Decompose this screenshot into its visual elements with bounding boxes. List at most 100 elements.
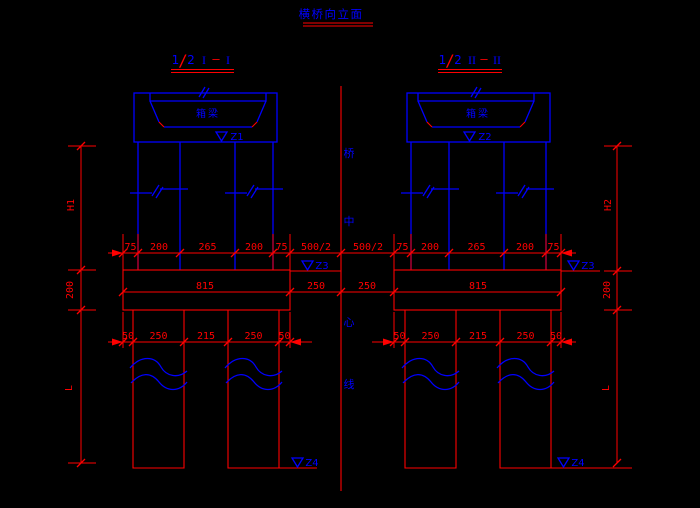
z4-right-label: Z4 [571, 458, 584, 469]
dim-right-v200: 200 [602, 281, 613, 299]
z3-left-triangle-icon [300, 260, 315, 272]
title-underline [303, 22, 373, 27]
dim-right-200a: 200 [421, 242, 439, 253]
right-pier-body: 箱梁 [401, 86, 554, 270]
left-girder-chamfers [158, 121, 258, 128]
right-column-break-marks [401, 184, 554, 199]
elevation-markers: Z1 Z2 Z3 Z3 Z4 Z4 [214, 131, 595, 469]
z2-label: Z2 [478, 132, 491, 143]
dim-left-200b: 200 [245, 242, 263, 253]
dim-right-75b: 75 [547, 242, 559, 253]
section-right-numerator: 1 [439, 53, 447, 67]
dim-right-50b: 50 [550, 331, 562, 342]
dim-left-265: 265 [198, 242, 216, 253]
dim-right-250a: 250 [421, 331, 439, 342]
dim-left-L: L [64, 385, 75, 391]
section-label-right: 1 / 2 II — II [438, 51, 502, 74]
section-left-underline [171, 68, 234, 74]
left-girder-label: 箱梁 [196, 107, 220, 120]
z1-triangle-icon [214, 131, 229, 143]
drawing-title: 横桥向立面 [299, 7, 373, 27]
centerline-char-0: 桥 [344, 147, 355, 160]
right-piles [404, 310, 552, 469]
dim-left-250c: 250 [307, 281, 325, 292]
right-box-girder-outline [417, 93, 535, 128]
section-left-roman-b: I [226, 53, 230, 67]
dim-left-200a: 200 [150, 242, 168, 253]
z1-label: Z1 [230, 132, 243, 143]
right-pile2-break-wave [496, 357, 555, 391]
extension-lines [122, 234, 600, 348]
section-left-denominator: 2 [187, 53, 195, 67]
section-left-roman-a: I [202, 53, 206, 67]
dim-left-75a: 75 [124, 242, 136, 253]
dim-right-L: L [601, 385, 612, 391]
z4-left-label: Z4 [305, 458, 318, 469]
dimension-ticks [118, 248, 566, 347]
dim-left-75b: 75 [275, 242, 287, 253]
dimension-lines [108, 252, 576, 343]
dim-h2: H2 [603, 199, 614, 211]
dim-left-250a: 250 [149, 331, 167, 342]
dim-right-265: 265 [467, 242, 485, 253]
vertical-dimension-right: H2 200 L [601, 141, 632, 469]
bridge-centerline: 桥 中 心 线 [340, 86, 355, 491]
dim-right-250c: 250 [358, 281, 376, 292]
dim-left-215: 215 [197, 331, 215, 342]
dim-left-250b: 250 [244, 331, 262, 342]
left-pile1-break-wave [129, 357, 188, 391]
left-vertical-dim-lines [68, 145, 96, 464]
dimension-arrowheads [112, 249, 572, 346]
dim-right-215: 215 [469, 331, 487, 342]
right-pile-cap [393, 269, 562, 311]
z2-triangle-icon [462, 131, 477, 143]
vertical-dimension-left: H1 200 L [64, 141, 96, 468]
right-substructure [393, 269, 623, 469]
section-left-numerator: 1 [172, 53, 180, 67]
right-pile1-break-wave [401, 357, 460, 391]
dim-left-50b: 50 [278, 331, 290, 342]
left-box-girder-outline [149, 93, 267, 128]
section-label-left: 1 / 2 I — I [171, 51, 234, 74]
dim-left-halfspan: 500/2 [301, 242, 331, 253]
section-right-underline [438, 68, 502, 74]
section-left-dash: — [212, 52, 220, 66]
right-vertical-dim-ticks [612, 141, 622, 468]
left-substructure [122, 269, 317, 469]
dim-right-815: 815 [469, 281, 487, 292]
dim-right-75a: 75 [396, 242, 408, 253]
horizontal-dimensions: 75 200 265 200 75 500/2 500/2 75 200 265… [108, 234, 600, 348]
right-girder-break-mark [470, 86, 482, 99]
left-columns [137, 142, 274, 270]
section-left-slash: / [178, 51, 188, 70]
left-girder-break-mark [198, 86, 210, 99]
right-vertical-dim-lines [604, 145, 632, 469]
right-columns [410, 142, 547, 270]
z3-left-label: Z3 [315, 261, 328, 272]
dim-h1: H1 [66, 199, 77, 211]
title-text: 横桥向立面 [299, 7, 364, 21]
dim-right-200b: 200 [516, 242, 534, 253]
z4-left-triangle-icon [290, 457, 305, 469]
section-right-denominator: 2 [454, 53, 462, 67]
dim-right-halfspan: 500/2 [353, 242, 383, 253]
dim-right-250b: 250 [516, 331, 534, 342]
left-pile-cap [122, 269, 291, 311]
right-girder-chamfers [426, 121, 526, 128]
centerline-char-2: 心 [344, 316, 355, 329]
dim-left-815: 815 [196, 281, 214, 292]
centerline-char-1: 中 [344, 215, 355, 228]
z3-right-triangle-icon [566, 260, 581, 272]
left-column-break-marks [130, 184, 283, 199]
left-pile2-break-wave [224, 357, 283, 391]
section-right-roman-a: II [468, 53, 476, 67]
left-vertical-dim-ticks [76, 141, 86, 468]
left-pier-body: 箱梁 [130, 86, 283, 270]
dim-left-50a: 50 [122, 331, 134, 342]
z4-right-triangle-icon [556, 457, 571, 469]
right-girder-label: 箱梁 [466, 107, 490, 120]
dim-right-50a: 50 [393, 331, 405, 342]
dim-left-v200: 200 [65, 281, 76, 299]
